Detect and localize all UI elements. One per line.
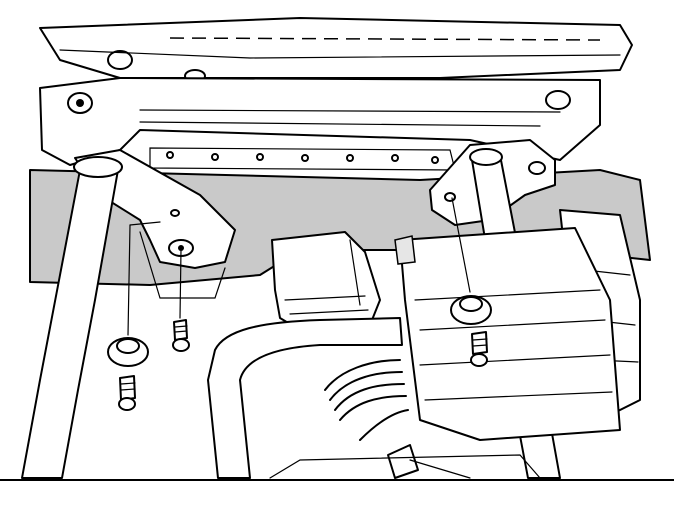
upper-body-panel xyxy=(39,17,633,83)
wiring-harness xyxy=(207,317,471,479)
bolt-with-washer-left xyxy=(107,221,161,411)
electrical-connector xyxy=(271,231,381,331)
crossmember-frame xyxy=(39,77,601,171)
floor-bottom xyxy=(0,454,674,481)
bolt-with-washer-right xyxy=(450,197,492,367)
support-tube-left xyxy=(21,156,123,479)
bolt-center xyxy=(172,249,190,352)
control-module xyxy=(394,227,621,441)
